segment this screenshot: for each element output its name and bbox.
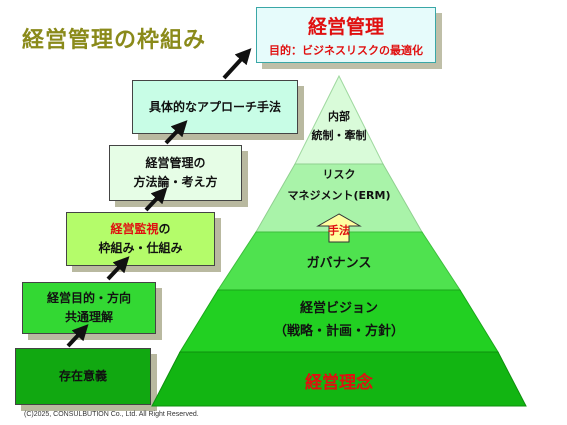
step-purpose-line1: 経営目的・方向 [46, 291, 131, 306]
step-purpose-line2: 共通理解 [64, 310, 113, 324]
pyramid-label-philosophy-line1: 経営理念 [305, 373, 373, 393]
pyramid-label-internal-control: 内部 統制・牽制 [300, 108, 378, 145]
page-title: 経営管理の枠組み [22, 28, 207, 53]
step-existence-label: 存在意義 [58, 369, 107, 384]
pyramid-label-governance-line1: ガバナンス [306, 256, 372, 271]
pyramid-label-philosophy: 経営理念 [262, 369, 416, 398]
pyramid-label-risk-management-line1: リスク [322, 168, 356, 181]
up-arrow-shape [316, 213, 362, 243]
step-monitoring: 経営監視の 枠組み・仕組み [66, 212, 215, 266]
step-approach-label: 具体的なアプローチ手法 [148, 99, 281, 114]
step-methodology-line1: 経営管理の [145, 156, 206, 171]
step-monitoring-suffix: の [158, 222, 171, 237]
pyramid-label-vision-line2: （戦略・計画・方針） [273, 324, 404, 340]
pyramid-label-risk-management-line2: マネジメント(ERM) [287, 188, 391, 202]
pyramid-label-internal-control-line1: 内部 [328, 110, 350, 123]
pyramid-tier-philosophy [151, 351, 527, 407]
step-purpose: 経営目的・方向 共通理解 [22, 282, 156, 334]
step-monitoring-line2: 枠組み・仕組み [98, 241, 183, 255]
pyramid-label-governance: ガバナンス [272, 253, 406, 275]
step-monitoring-highlight: 経営監視 [110, 222, 159, 237]
pyramid-label-risk-management: リスク マネジメント(ERM) [270, 165, 408, 207]
pyramid-label-vision-line1: 経営ビジョン [299, 301, 378, 316]
step-existence: 存在意義 [15, 348, 151, 405]
goal-subtitle: 目的：ビジネスリスクの最適化 [269, 44, 423, 57]
up-arrow-label: 手法 [328, 224, 350, 237]
goal-box: 経営管理 目的：ビジネスリスクの最適化 [256, 7, 436, 63]
step-approach: 具体的なアプローチ手法 [132, 80, 298, 134]
pyramid-label-vision: 経営ビジョン （戦略・計画・方針） [262, 297, 416, 344]
step-methodology-line2: 方法論・考え方 [133, 175, 218, 189]
goal-title: 経営管理 [307, 16, 384, 38]
pyramid-label-internal-control-line2: 統制・牽制 [311, 128, 367, 142]
step-methodology: 経営管理の 方法論・考え方 [109, 145, 242, 201]
copyright: (C)2025, CONSULBUTION Co., Ltd. All Righ… [24, 411, 199, 418]
step-monitoring-line1: 経営監視の [110, 220, 170, 239]
